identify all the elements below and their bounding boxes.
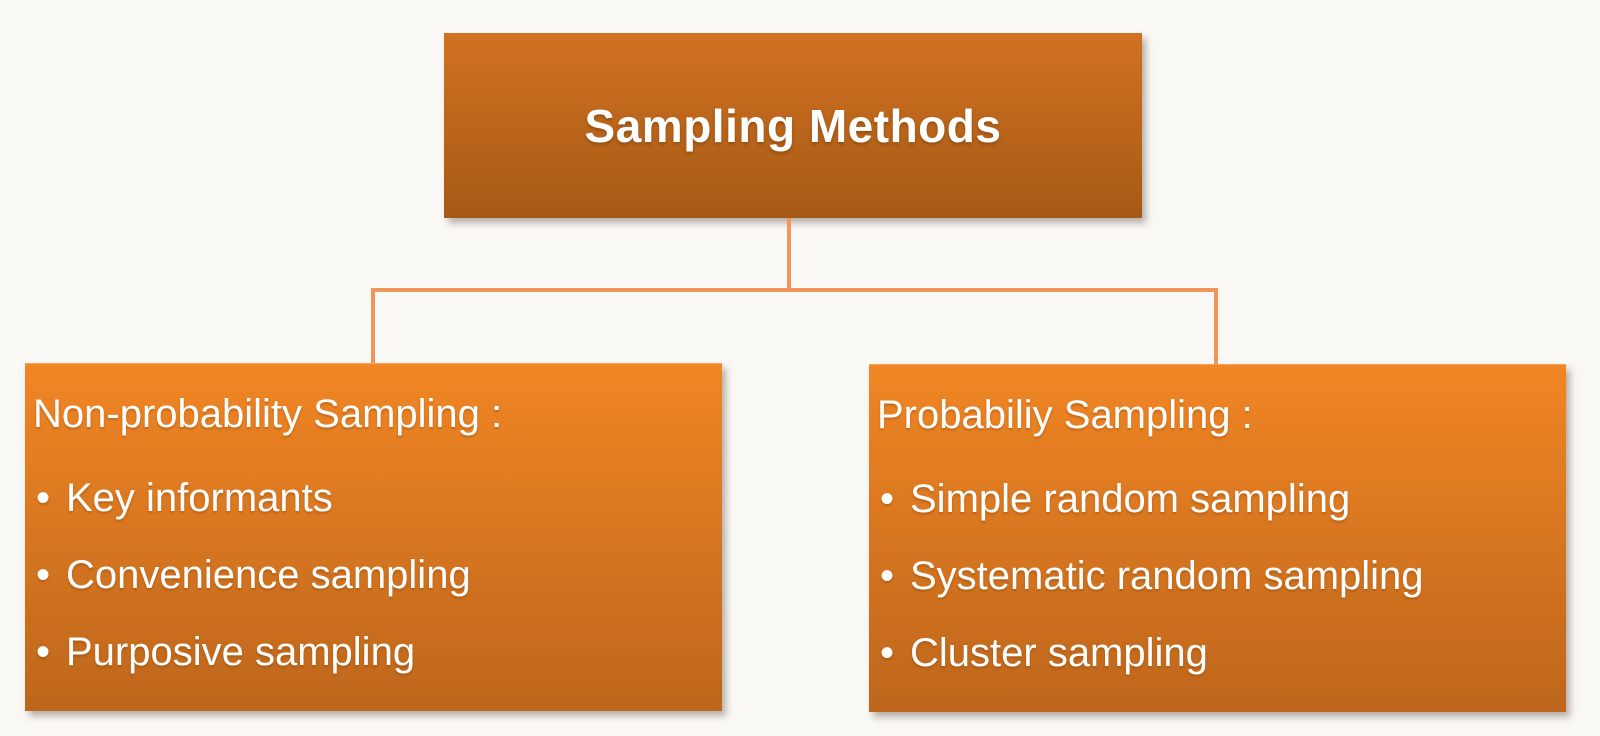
- list-item: • Simple random sampling: [877, 461, 1560, 538]
- root-node-sampling-methods: Sampling Methods: [444, 33, 1142, 218]
- connector-branch-left: [371, 288, 375, 364]
- connector-horizontal: [371, 288, 1218, 292]
- list-item-label: Purposive sampling: [66, 630, 416, 674]
- bullet-icon: •: [880, 631, 895, 675]
- list-item: • Convenience sampling: [33, 537, 716, 614]
- list-item: • Cluster sampling: [877, 615, 1560, 692]
- root-node-title: Sampling Methods: [584, 99, 1002, 152]
- bullet-icon: •: [36, 476, 51, 520]
- branch-box-non-probability-sampling: Non-probability Sampling : • Key informa…: [25, 363, 722, 711]
- bullet-icon: •: [880, 554, 895, 598]
- connector-branch-right: [1214, 288, 1218, 365]
- branch-heading: Probabiliy Sampling :: [877, 393, 1253, 437]
- list-item: • Key informants: [33, 460, 716, 537]
- list-item-label: Key informants: [66, 476, 333, 520]
- list-item: • Systematic random sampling: [877, 538, 1560, 615]
- connector-stem: [787, 218, 791, 290]
- bullet-icon: •: [36, 553, 51, 597]
- bullet-icon: •: [880, 477, 895, 521]
- bullet-icon: •: [36, 630, 51, 674]
- list-item-label: Simple random sampling: [910, 477, 1351, 521]
- branch-box-probability-sampling: Probabiliy Sampling : • Simple random sa…: [869, 364, 1566, 712]
- branch-heading: Non-probability Sampling :: [33, 392, 503, 436]
- list-item-label: Convenience sampling: [66, 553, 471, 597]
- list-item-label: Systematic random sampling: [910, 554, 1424, 598]
- list-item-label: Cluster sampling: [910, 631, 1208, 675]
- list-item: • Purposive sampling: [33, 614, 716, 691]
